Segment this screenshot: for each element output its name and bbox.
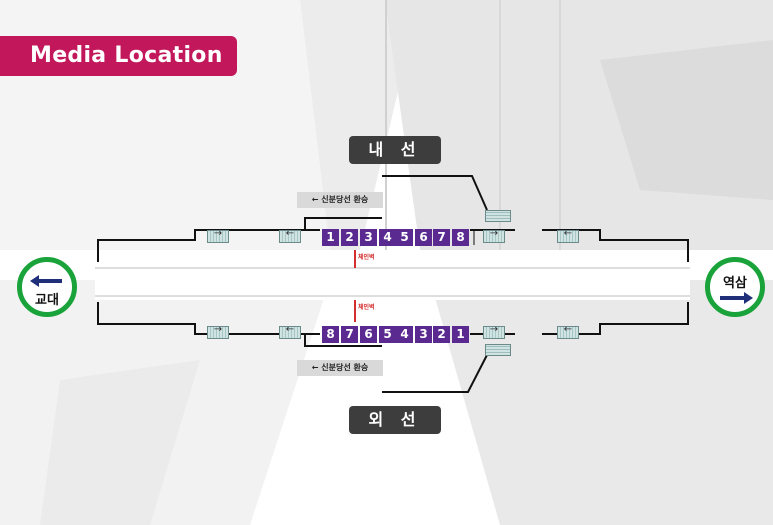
car-top-5: 5 xyxy=(396,229,413,246)
car-top-8: 8 xyxy=(452,229,469,246)
arrow-right-head-icon xyxy=(744,292,753,304)
stairs-icon xyxy=(485,210,511,222)
car-top-3: 3 xyxy=(360,229,377,246)
car-top-6: 6 xyxy=(415,229,432,246)
escalator-icon: → xyxy=(207,228,229,243)
station-right: 역삼 xyxy=(705,257,765,317)
station-right-name: 역삼 xyxy=(723,276,747,291)
arrow-right-icon xyxy=(720,296,744,300)
car-bottom-3: 3 xyxy=(415,326,432,343)
car-bottom-2: 2 xyxy=(433,326,450,343)
escalator-icon: ← xyxy=(279,324,301,339)
escalator-icon: → xyxy=(207,324,229,339)
door-marker-top: 체인벽 xyxy=(358,254,375,261)
car-top-4: 4 xyxy=(379,229,396,246)
car-top-2: 2 xyxy=(341,229,358,246)
car-bottom-4: 4 xyxy=(396,326,413,343)
arrow-left-icon xyxy=(38,279,62,283)
station-left: 교대 xyxy=(17,257,77,317)
stairs-icon xyxy=(485,344,511,356)
car-top-1: 1 xyxy=(322,229,339,246)
escalator-icon: → xyxy=(483,228,505,243)
escalator-icon: ← xyxy=(557,228,579,243)
escalator-icon: ← xyxy=(279,228,301,243)
car-bottom-7: 7 xyxy=(341,326,358,343)
outer-line-label: 외 선 xyxy=(349,406,441,434)
transfer-label-bottom: ← 신분당선 환승 xyxy=(297,360,383,376)
door-marker-bottom: 체인벽 xyxy=(358,304,375,311)
escalator-icon: ← xyxy=(557,324,579,339)
arrow-left-head-icon xyxy=(30,275,39,287)
car-bottom-6: 6 xyxy=(360,326,377,343)
inner-line-label: 내 선 xyxy=(349,136,441,164)
car-bottom-8: 8 xyxy=(322,326,339,343)
station-left-name: 교대 xyxy=(35,293,59,308)
car-bottom-1: 1 xyxy=(452,326,469,343)
page-title: Media Location xyxy=(0,36,237,76)
escalator-icon: → xyxy=(483,324,505,339)
car-bottom-5: 5 xyxy=(379,326,396,343)
transfer-label-top: ← 신분당선 환승 xyxy=(297,192,383,208)
car-top-7: 7 xyxy=(433,229,450,246)
